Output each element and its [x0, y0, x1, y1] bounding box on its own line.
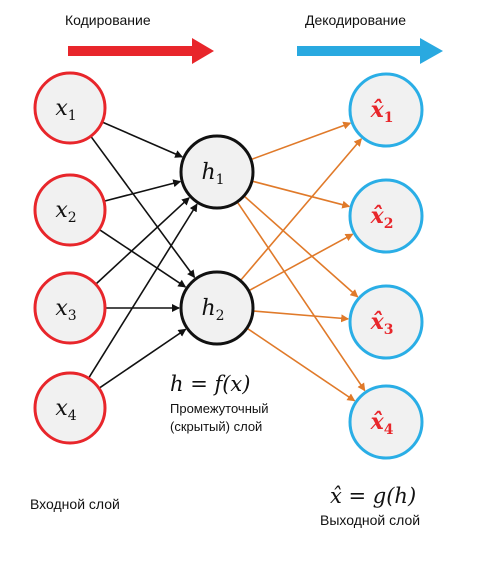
decoder-edge-h1-x3	[243, 195, 359, 298]
output-node-3: x̂3	[348, 284, 424, 360]
input-layer-label: Входной слой	[30, 496, 120, 512]
hidden-node-1-circle	[179, 134, 255, 210]
input-node-1-circle	[33, 71, 107, 145]
encoder-edge-x2-h2	[98, 228, 187, 288]
hidden-node-2: h2	[179, 270, 255, 346]
output-node-4-circle	[348, 384, 424, 460]
encoder-edge-x4-h2	[98, 328, 187, 389]
output-node-3-circle	[348, 284, 424, 360]
input-node-2: x2	[33, 173, 107, 247]
encoder-edge-x1-h1	[101, 121, 184, 158]
output-node-3-label: x̂3	[370, 309, 394, 338]
decoder-edge-h1-x1	[250, 121, 352, 161]
encoder-edge-x1-h2	[90, 135, 196, 279]
output-node-1: x̂1	[348, 72, 424, 148]
input-node-2-circle	[33, 173, 107, 247]
hidden-node-2-circle	[179, 270, 255, 346]
encoding-header: Кодирование	[65, 12, 151, 28]
input-node-3: x3	[33, 271, 107, 345]
hidden-node-2-label: h2	[201, 296, 224, 324]
hidden-node-1-label: h1	[201, 160, 224, 188]
output-node-2-label: x̂2	[370, 203, 394, 232]
hidden-layer-label-line1: Промежуточный	[170, 401, 269, 416]
input-node-1-label: x1	[55, 96, 76, 124]
input-node-4: x4	[33, 371, 107, 445]
output-layer-label: Выходной слой	[320, 512, 421, 528]
encoder-edge-x4-h1	[87, 203, 198, 379]
decoder-edge-h2-x3	[252, 310, 350, 323]
decoder-edge-h1-x4	[236, 201, 366, 392]
decoding-header: Декодирование	[305, 12, 406, 28]
hidden-formula: h = f(x)	[170, 372, 251, 396]
output-node-2: x̂2	[348, 178, 424, 254]
output-node-4: x̂4	[348, 384, 424, 460]
output-node-2-circle	[348, 178, 424, 254]
decoder-edge-h2-x1	[239, 138, 362, 282]
decoder-edge-h1-x2	[251, 180, 351, 209]
decoding-arrow	[297, 38, 443, 64]
decoder-edge-h2-x4	[246, 327, 356, 402]
input-node-2-label: x2	[55, 198, 76, 226]
encoding-arrow	[68, 38, 214, 64]
input-node-4-circle	[33, 371, 107, 445]
output-formula: x̂ = g(h)	[330, 484, 417, 508]
input-node-4-label: x4	[55, 396, 76, 424]
output-node-1-circle	[348, 72, 424, 148]
encoder-edge-x3-h1	[95, 197, 190, 285]
output-node-1-label: x̂1	[370, 97, 394, 126]
input-node-1: x1	[33, 71, 107, 145]
output-node-4-label: x̂4	[370, 409, 394, 438]
decoder-edge-h2-x2	[248, 233, 354, 292]
input-node-3-label: x3	[55, 296, 76, 324]
input-node-3-circle	[33, 271, 107, 345]
hidden-node-1: h1	[179, 134, 255, 210]
hidden-layer-label-line2: (скрытый) слой	[170, 419, 263, 434]
encoder-edge-x2-h1	[103, 179, 182, 203]
